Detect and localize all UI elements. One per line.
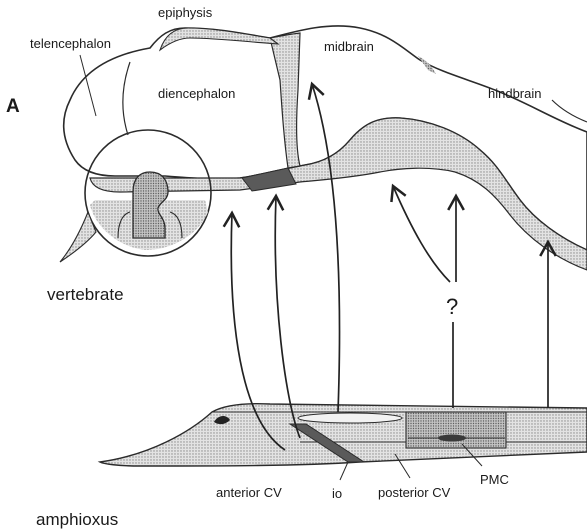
amphioxus-body <box>100 404 587 480</box>
vertebrate-brain <box>60 26 587 270</box>
leader-io <box>340 462 348 480</box>
arrow-to-midbrain-floor-uncertain <box>393 186 450 282</box>
label-posterior-cv: posterior CV <box>378 485 451 500</box>
label-io: io <box>332 486 342 501</box>
label-epiphysis: epiphysis <box>158 5 213 20</box>
label-midbrain: midbrain <box>324 39 374 54</box>
caption-vertebrate: vertebrate <box>47 285 124 304</box>
caption-amphioxus: amphioxus <box>36 510 118 529</box>
snout-extension <box>60 212 96 262</box>
label-diencephalon: diencephalon <box>158 86 235 101</box>
label-telencephalon: telencephalon <box>30 36 111 51</box>
label-pmc: PMC <box>480 472 509 487</box>
pmc-block <box>406 412 506 448</box>
label-anterior-cv: anterior CV <box>216 485 282 500</box>
pmc-nucleus <box>438 435 466 442</box>
arrow-to-diencephalon-b <box>275 196 300 438</box>
label-hindbrain: hindbrain <box>488 86 542 101</box>
panel-letter: A <box>6 96 20 117</box>
anterior-cv-lumen <box>298 413 402 423</box>
uncertain-mark: ? <box>446 294 458 319</box>
